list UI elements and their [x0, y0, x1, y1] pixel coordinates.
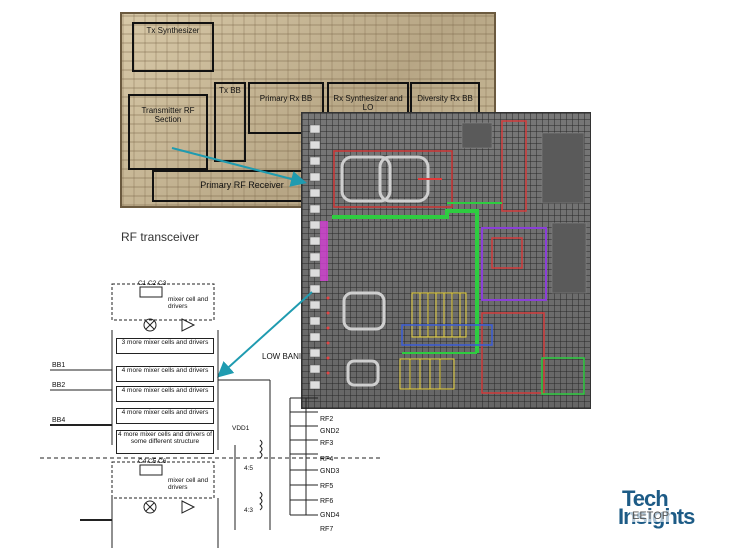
mixer-box-1: 3 more mixer cells and drivers: [116, 338, 214, 354]
mixer-top-label: mixer cell and drivers: [168, 296, 209, 310]
bb-label-1: BB1: [52, 362, 66, 369]
mixer-box-4: 4 more mixer cells and drivers: [116, 408, 214, 424]
cap-label-c4: C4: [138, 458, 147, 465]
rf-label-8: GND4: [320, 512, 340, 519]
block-tx-bb: Tx BB: [214, 82, 246, 162]
block-primary-rx-bb: Primary Rx BB: [248, 82, 324, 134]
vdd-label: VDD1: [232, 425, 250, 432]
rf-label-2: GND2: [320, 428, 340, 435]
layout-shapes: [309, 120, 587, 395]
cap-label-c2: C2: [148, 280, 157, 287]
logo-line-1: Tech: [622, 486, 669, 511]
cap-label-c5: C5: [148, 458, 157, 465]
arrow-to-schematic: [217, 291, 313, 378]
cap-label-c6: C6: [158, 458, 167, 465]
cap-label-c3: C3: [158, 280, 167, 287]
mixer-box-2: 4 more mixer cells and drivers: [116, 366, 214, 382]
layout-plot: [301, 112, 591, 409]
cap-label-c1: C1: [138, 280, 147, 287]
watermark: EETOP: [630, 510, 672, 522]
ratio-label-1: 4:5: [244, 465, 254, 472]
mixer-box-3: 4 more mixer cells and drivers: [116, 386, 214, 402]
rf-label-7: RF6: [320, 498, 334, 505]
bb-label-2: BB2: [52, 382, 66, 389]
rf-label-1: RF2: [320, 416, 334, 423]
bb-label-4: BB4: [52, 417, 66, 424]
block-transmitter-rf: Transmitter RF Section: [128, 94, 208, 170]
techinsights-logo: Tech Insights: [618, 486, 728, 532]
rf-label-9: RF7: [320, 526, 334, 533]
mixer-box-5: 4 more mixer cells and drivers of some d…: [116, 430, 214, 454]
rf-label-3: RF3: [320, 440, 334, 447]
caption-rf-transceiver: RF transceiver: [121, 230, 200, 244]
low-band-label: LOW BANI: [262, 352, 302, 361]
rf-label-4: RF4: [320, 456, 334, 463]
rf-label-6: RF5: [320, 483, 334, 490]
rf-label-5: GND3: [320, 468, 340, 475]
mixer-bottom-label: mixer cell and drivers: [168, 477, 209, 491]
arrow-to-layout: [171, 147, 307, 187]
ratio-label-2: 4:3: [244, 507, 254, 514]
block-tx-synthesizer: Tx Synthesizer: [132, 22, 214, 72]
